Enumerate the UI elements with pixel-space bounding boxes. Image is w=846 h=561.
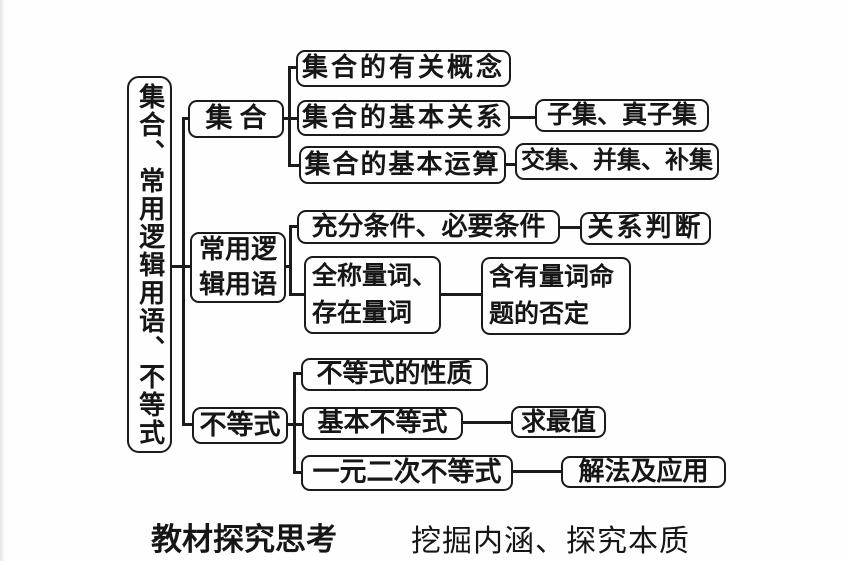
node-basic-inequality-box: 基本不等式 <box>302 407 463 440</box>
leaf-relation-judgment-box: 关系判断 <box>580 212 711 245</box>
connector-trunk-inequality <box>182 423 194 426</box>
connector-inequality-properties <box>293 372 301 375</box>
connector-quadratic-solution <box>513 470 561 473</box>
leaf-solution-application-box: 解法及应用 <box>561 456 726 488</box>
bracket-sets <box>288 66 291 167</box>
branch-logic-box: 常用逻辑用语 <box>190 232 286 303</box>
connector-conditions-judgment <box>560 226 580 229</box>
scan-artifact <box>0 0 5 561</box>
node-set-concepts-box: 集合的有关概念 <box>296 50 511 87</box>
connector-operations-intersection <box>506 163 515 166</box>
leaf-subsets-box: 子集、真子集 <box>535 99 709 132</box>
node-quadratic-inequality-box: 一元二次不等式 <box>301 455 513 491</box>
footer-note: 挖掘内涵、探究本质 <box>411 525 690 558</box>
connector-logic-quantifiers <box>289 293 305 296</box>
node-conditions-box: 充分条件、必要条件 <box>297 210 560 244</box>
bracket-inequality <box>293 372 296 474</box>
connector-trunk-sets <box>182 117 190 120</box>
connector-quantifiers-negation <box>441 293 481 296</box>
connector-sets-operations <box>288 164 300 167</box>
branch-sets-box: 集合 <box>188 100 284 138</box>
connector-logic-conditions <box>289 225 298 228</box>
trunk-line <box>182 117 185 426</box>
connector-root-trunk <box>170 265 192 268</box>
leaf-intersection-union-complement-box: 交集、并集、补集 <box>515 143 719 180</box>
connector-basic-extremum <box>463 421 511 424</box>
node-set-relations-box: 集合的基本关系 <box>297 100 510 136</box>
node-quantifiers-box: 全称量词、 存在量词 <box>304 256 441 334</box>
leaf-quantifier-negation-box: 含有量词命 题的否定 <box>481 257 631 335</box>
connector-sets-bracket <box>284 117 298 120</box>
footer-heading: 教材探究思考 <box>151 522 337 557</box>
node-inequality-properties-box: 不等式的性质 <box>301 358 488 391</box>
leaf-extremum-box: 求最值 <box>511 406 606 438</box>
bracket-logic <box>289 225 292 296</box>
connector-relations-subsets <box>510 116 535 119</box>
connector-sets-concepts <box>288 66 297 69</box>
connector-inequality-quadratic <box>293 471 301 474</box>
branch-inequality-box: 不等式 <box>192 407 288 444</box>
root-topic-box: 集合、常用逻辑用语、不等式 <box>127 76 172 453</box>
node-set-operations-box: 集合的基本运算 <box>299 146 506 184</box>
connector-logic-bracket <box>286 265 291 268</box>
